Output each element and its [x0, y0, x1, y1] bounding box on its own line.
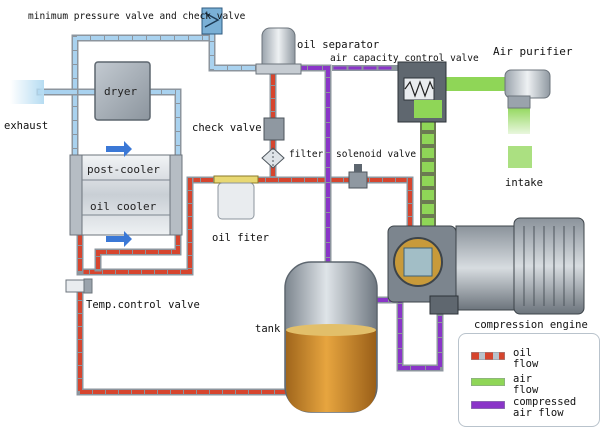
label-dryer: dryer — [104, 85, 138, 98]
check-valve — [263, 117, 285, 141]
dryer — [94, 61, 151, 121]
legend: oil flow air flow compressed air flow — [458, 333, 600, 427]
label-compression-engine: compression engine — [474, 319, 588, 331]
temp-control-valve — [65, 278, 93, 294]
label-air-purifier: Air purifier — [493, 45, 573, 58]
return-line — [36, 26, 266, 164]
label-min-pressure-valve: minimum pressure valve and check valve — [28, 11, 246, 22]
label-temp-control-valve: Temp.control valve — [86, 299, 200, 311]
label-check-valve: check valve — [192, 122, 262, 134]
label-oil-separator: oil separator — [297, 39, 380, 51]
oil-filter — [213, 175, 259, 220]
label-post-cooler: post-cooler — [87, 163, 160, 176]
label-air-capacity-control-valve: air capacity control valve — [330, 53, 479, 64]
label-filter: filter — [289, 149, 324, 160]
legend-label-oil-flow: oil flow — [513, 347, 539, 371]
legend-item-compressed-air-flow: compressed air flow — [471, 396, 599, 419]
air-flow-pipes — [420, 77, 530, 230]
exhaust-glow — [10, 80, 44, 104]
label-oil-filter: oil fiter — [212, 232, 269, 244]
intake-glow — [508, 146, 532, 168]
air-capacity-control-valve — [397, 61, 447, 123]
cooler-unit — [69, 141, 183, 247]
oil-separator — [255, 27, 302, 75]
legend-label-compressed-air-flow: compressed air flow — [513, 396, 577, 420]
oil-flow-pipes — [76, 71, 414, 396]
min-pressure-valve — [201, 7, 223, 35]
legend-swatch-air — [471, 378, 505, 386]
label-intake: intake — [505, 177, 543, 189]
filter — [261, 147, 285, 169]
label-exhaust: exhaust — [4, 120, 49, 132]
legend-label-air-flow: air flow — [513, 373, 539, 397]
tank — [284, 261, 378, 413]
solenoid-valve — [348, 164, 368, 189]
compression-engine — [387, 217, 585, 315]
legend-swatch-oil — [471, 352, 505, 360]
legend-swatch-compressed-air — [471, 401, 505, 409]
label-tank: tank — [255, 323, 281, 335]
air-purifier — [504, 69, 551, 109]
label-solenoid-valve: solenoid valve — [336, 149, 417, 160]
label-oil-cooler: oil cooler — [90, 200, 157, 213]
